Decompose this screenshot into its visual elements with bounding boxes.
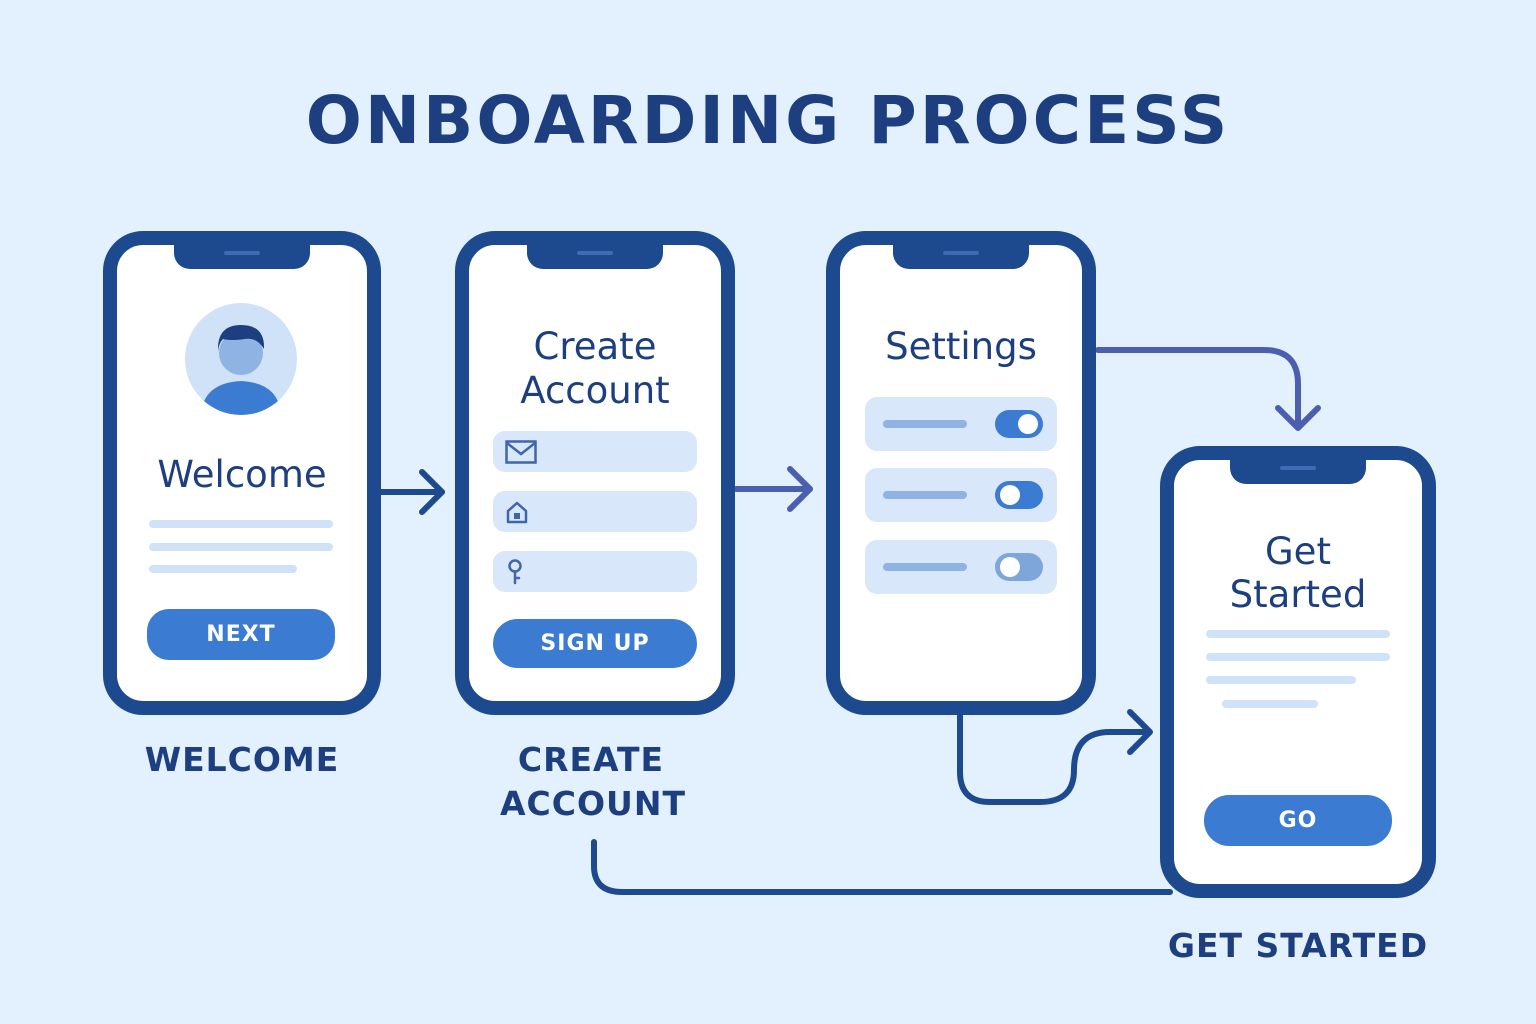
text-line xyxy=(1206,676,1356,684)
screen-title-create-line1: Create xyxy=(533,325,657,368)
arrow-settings-loop xyxy=(957,713,1151,805)
caption-create-line1: CREATE xyxy=(517,740,665,779)
arrow-settings-to-getstarted-top xyxy=(1095,347,1301,429)
page-title: ONBOARDING PROCESS xyxy=(305,82,1231,159)
caption-welcome: WELCOME xyxy=(144,740,340,779)
toggle-switch-off[interactable] xyxy=(995,481,1043,509)
text-line xyxy=(149,543,333,551)
phone-notch xyxy=(527,243,663,269)
sign-up-button[interactable]: SIGN UP xyxy=(493,619,697,668)
setting-label-bar xyxy=(883,491,967,499)
screen-title-settings: Settings xyxy=(885,325,1037,368)
setting-label-bar xyxy=(883,563,967,571)
phone-get-started: Get Started GO xyxy=(1160,446,1436,898)
text-line xyxy=(1206,653,1390,661)
screen-title-getstarted-line2: Started xyxy=(1229,573,1367,616)
lock-icon xyxy=(505,500,529,524)
password-field[interactable] xyxy=(493,551,697,592)
phone-create-account: Create Account SIGN UP xyxy=(455,231,735,715)
toggle-switch-on[interactable] xyxy=(995,410,1043,438)
screen-title-create-line2: Account xyxy=(520,369,670,412)
toggle-switch-off[interactable] xyxy=(995,553,1043,581)
caption-get-started: GET STARTED xyxy=(1167,926,1429,965)
phone-notch xyxy=(893,243,1029,269)
phone-notch xyxy=(1230,458,1366,484)
key-icon xyxy=(505,558,525,586)
setting-row xyxy=(865,540,1057,594)
phone-welcome: Welcome NEXT xyxy=(103,231,381,715)
screen-title-welcome: Welcome xyxy=(157,453,327,496)
text-line xyxy=(149,565,297,573)
caption-create-line2: ACCOUNT xyxy=(500,784,686,823)
mail-icon xyxy=(505,439,537,464)
phone-notch xyxy=(174,243,310,269)
text-line xyxy=(1206,630,1390,638)
arrowhead-create-to-settings xyxy=(787,466,813,512)
text-line xyxy=(149,520,333,528)
text-line xyxy=(1222,700,1318,708)
next-button[interactable]: NEXT xyxy=(147,609,335,660)
arrowhead-welcome-to-create xyxy=(419,469,445,515)
go-button[interactable]: GO xyxy=(1204,795,1392,846)
phone-settings: Settings xyxy=(826,231,1096,715)
screen-title-getstarted-line1: Get xyxy=(1265,530,1331,573)
home-field[interactable] xyxy=(493,491,697,532)
arrowhead-settings-loop xyxy=(1127,709,1153,755)
setting-row xyxy=(865,397,1057,451)
arrow-create-to-getstarted xyxy=(591,839,1173,895)
user-avatar-icon xyxy=(185,303,297,415)
setting-label-bar xyxy=(883,420,967,428)
arrowhead-settings-to-getstarted-top xyxy=(1275,405,1321,431)
setting-row xyxy=(865,468,1057,522)
email-field[interactable] xyxy=(493,431,697,472)
